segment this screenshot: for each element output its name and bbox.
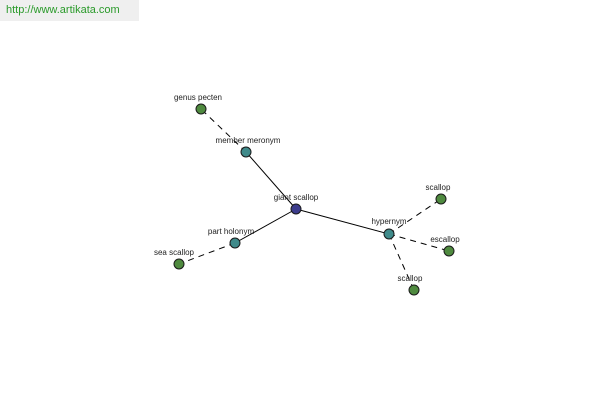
- node-label-member-meronym[interactable]: member meronym: [216, 136, 281, 145]
- node-hypernym[interactable]: [383, 228, 395, 240]
- edge-part-holonym-to-sea-scallop: [178, 242, 236, 265]
- node-member-meronym[interactable]: [240, 146, 252, 158]
- edge-member-meronym-to-genus-pecten: [200, 108, 247, 153]
- node-label-part-holonym[interactable]: part holonym: [208, 227, 255, 236]
- node-escallop[interactable]: [443, 245, 455, 257]
- edge-giant-scallop-to-member-meronym: [245, 151, 297, 210]
- node-scallop-2[interactable]: [408, 284, 420, 296]
- node-label-giant-scallop[interactable]: giant scallop: [274, 193, 319, 202]
- node-label-sea-scallop[interactable]: sea scallop: [154, 248, 195, 257]
- node-label-hypernym[interactable]: hypernym: [371, 217, 406, 226]
- edges-layer: [178, 108, 450, 291]
- node-giant-scallop[interactable]: [290, 203, 302, 215]
- edge-giant-scallop-to-part-holonym: [234, 208, 297, 244]
- node-label-scallop-1[interactable]: scallop: [426, 183, 451, 192]
- node-scallop-1[interactable]: [435, 193, 447, 205]
- node-label-escallop[interactable]: escallop: [430, 235, 460, 244]
- node-part-holonym[interactable]: [229, 237, 241, 249]
- node-label-scallop-2[interactable]: scallop: [398, 274, 423, 283]
- node-sea-scallop[interactable]: [173, 258, 185, 270]
- edge-giant-scallop-to-hypernym: [295, 208, 390, 235]
- watermark-link[interactable]: http://www.artikata.com: [6, 4, 120, 16]
- watermark-bar: http://www.artikata.com: [0, 0, 139, 21]
- node-label-genus-pecten[interactable]: genus pecten: [174, 93, 222, 102]
- nodes-layer: [173, 103, 455, 296]
- labels-layer: giant scallop member meronym part holonym h…: [154, 93, 460, 283]
- node-genus-pecten[interactable]: [195, 103, 207, 115]
